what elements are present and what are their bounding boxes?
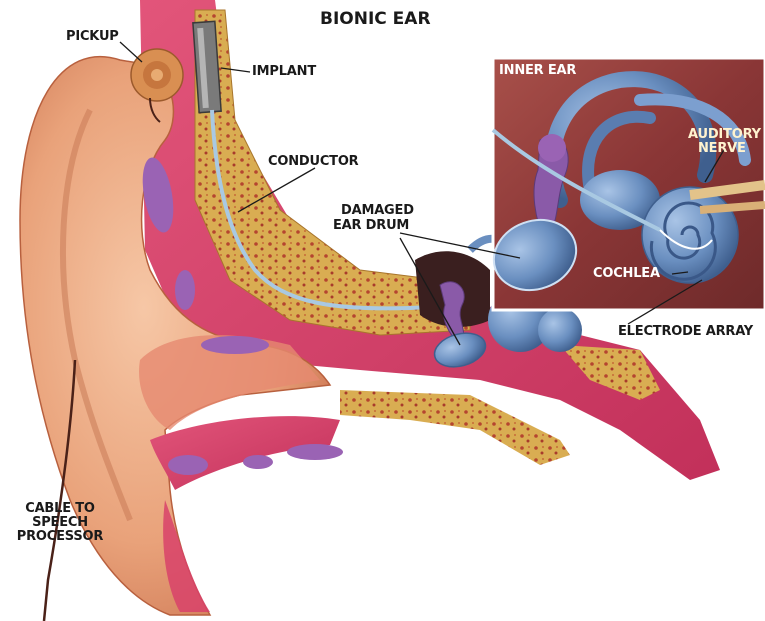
- cartilage-blob: [287, 444, 343, 460]
- label-electrode-array: ELECTRODE ARRAY: [618, 325, 753, 339]
- cartilage-blob: [168, 455, 208, 475]
- label-pickup: PICKUP: [66, 30, 119, 44]
- cartilage-blob: [175, 270, 195, 310]
- label-speech: SPEECH: [10, 516, 110, 530]
- cartilage-blob: [243, 455, 273, 469]
- label-ear-drum: EAR DRUM: [333, 219, 409, 233]
- label-auditory: AUDITORY: [688, 128, 761, 142]
- label-processor: PROCESSOR: [10, 530, 110, 544]
- label-cable-to: CABLE TO: [10, 502, 110, 516]
- label-conductor: CONDUCTOR: [268, 155, 359, 169]
- label-nerve: NERVE: [698, 142, 746, 156]
- inset-title: INNER EAR: [499, 64, 576, 78]
- label-implant: IMPLANT: [252, 65, 316, 79]
- label-damaged: DAMAGED: [341, 204, 414, 218]
- cartilage-blob: [201, 336, 269, 354]
- label-cochlea: COCHLEA: [593, 267, 660, 281]
- diagram-title: BIONIC EAR: [320, 10, 431, 28]
- lower-bone: [340, 390, 570, 465]
